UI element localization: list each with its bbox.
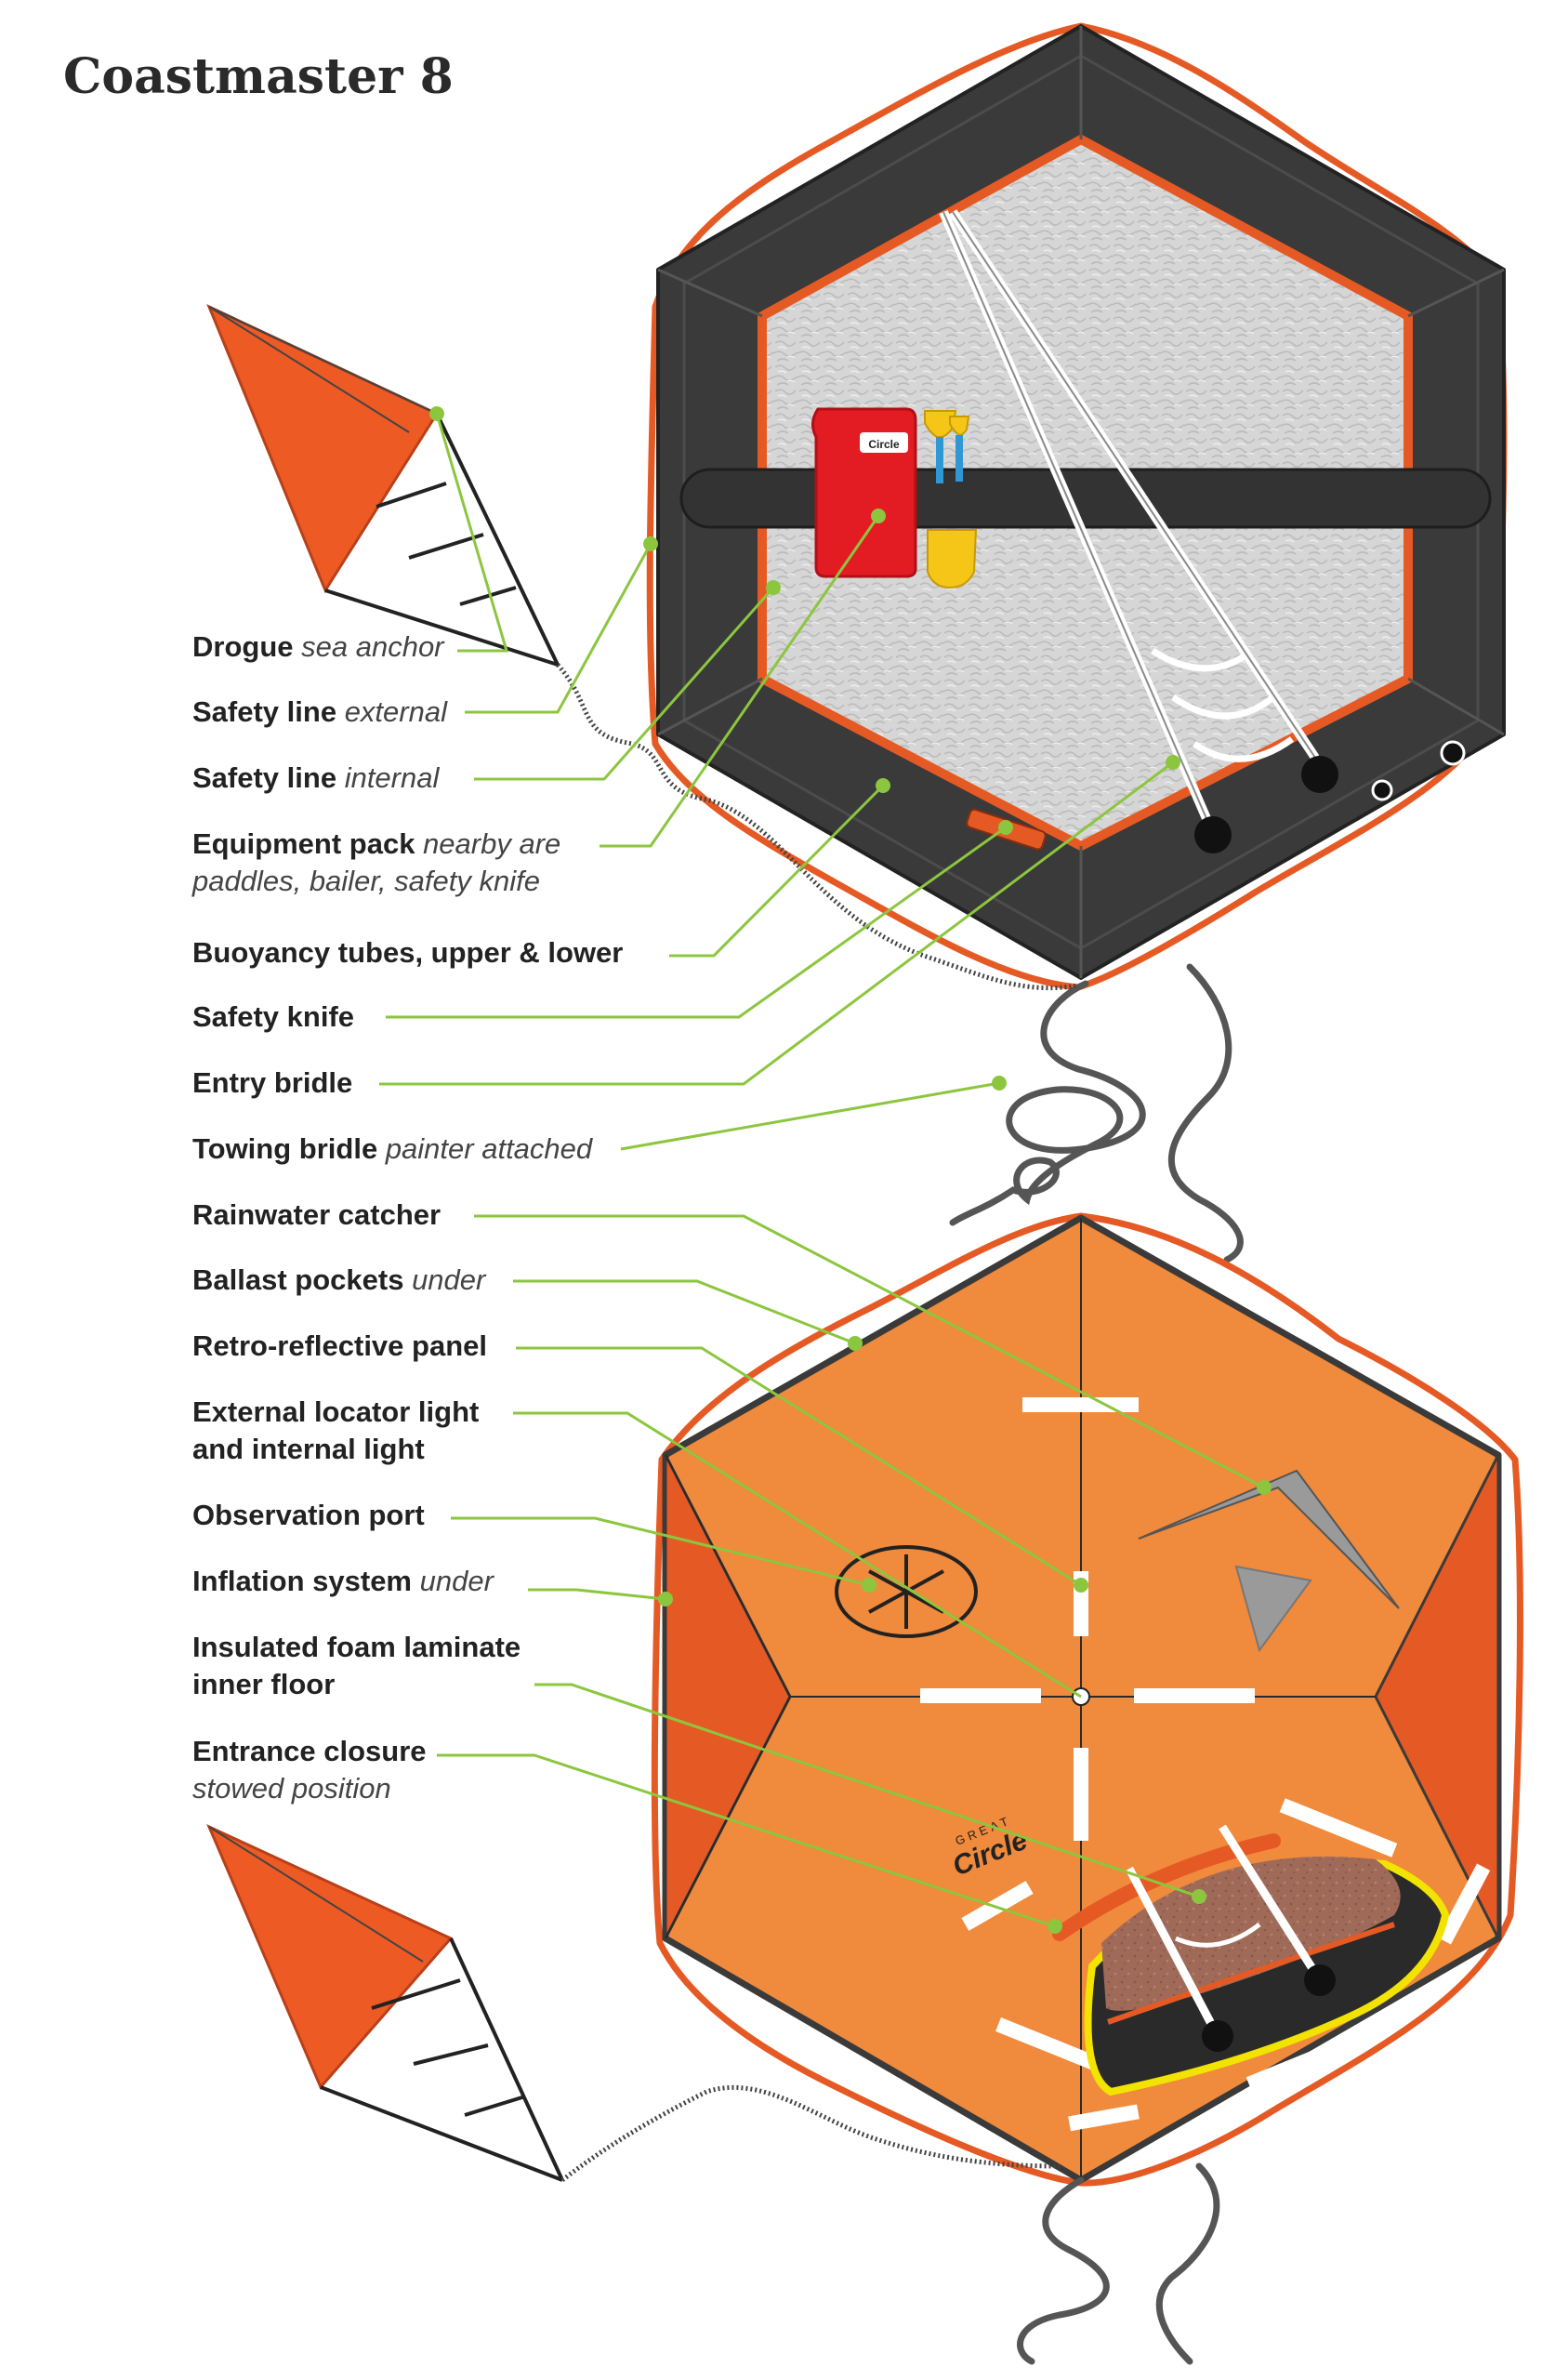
leader-rainwater-catcher <box>474 1214 1265 1489</box>
label-buoyancy-tubes: Buoyancy tubes, upper & lower <box>192 936 624 969</box>
label-safety-knife: Safety knife <box>192 1000 355 1033</box>
label-locator-light: External locator light and internal ligh… <box>192 1395 480 1465</box>
raft-bottom-exterior: GREAT Circle <box>651 1212 1523 2187</box>
leader-safety-line-internal <box>474 587 775 781</box>
rainwater-catcher-item <box>1138 1469 1400 1653</box>
leader-entry-bridle <box>379 760 1174 1086</box>
leader-inflation-system <box>528 1588 666 1601</box>
towing-bridle-painter-bottom <box>1017 2162 1220 2365</box>
leader-buoyancy-tubes <box>669 784 885 958</box>
label-entry-bridle: Entry bridle <box>192 1066 353 1099</box>
painter-tail <box>1168 963 1244 1263</box>
drogue-top <box>206 304 1079 991</box>
label-safety-line-internal: Safety line internal <box>192 761 440 794</box>
drogue-line-top <box>556 663 1079 991</box>
label-observation-port: Observation port <box>192 1499 425 1531</box>
label-foam-floor: Insulated foam laminate inner floor <box>192 1631 521 1700</box>
observation-port-item <box>835 1545 978 1638</box>
paddles <box>924 410 978 589</box>
label-ballast-pockets: Ballast pockets under <box>192 1263 486 1296</box>
drogue-bottom <box>206 1824 1061 2182</box>
svg-text:Circle: Circle <box>868 438 900 451</box>
label-entrance-closure: Entrance closure stowed position <box>192 1735 427 1805</box>
label-retro-reflective-panel: Retro-reflective panel <box>192 1329 487 1362</box>
leader-safety-knife <box>386 826 1007 1019</box>
leader-observation-port <box>451 1516 870 1587</box>
leader-safety-line-external <box>465 543 652 714</box>
label-drogue: Drogue sea anchor <box>192 630 444 663</box>
leader-dots <box>429 406 1272 1934</box>
label-inflation-system: Inflation system under <box>192 1565 494 1597</box>
leader-ballast-pockets <box>513 1279 856 1345</box>
page-title: Coastmaster 8 <box>63 48 454 105</box>
label-safety-line-external: Safety line external <box>192 695 447 728</box>
leader-foam-floor <box>534 1683 1200 1898</box>
label-towing-bridle: Towing bridle painter attached <box>192 1132 593 1165</box>
thwart-tube <box>679 468 1492 529</box>
entry-ladder <box>939 209 1466 853</box>
raft-top-interior: Circle <box>646 22 1508 991</box>
leader-lines <box>379 413 1265 1928</box>
entrance-item <box>1052 1824 1450 2096</box>
leader-entrance-closure <box>437 1753 1056 1928</box>
equipment-pack-bag: Circle <box>811 407 917 578</box>
towing-bridle-painter <box>949 980 1146 1226</box>
leader-drogue <box>435 413 509 653</box>
leader-equipment-pack <box>600 515 880 848</box>
label-equipment-pack: Equipment pack nearby are paddles, baile… <box>192 827 561 897</box>
leader-retro-reflective <box>516 1346 1082 1587</box>
leader-towing-bridle <box>620 1081 1000 1151</box>
label-rainwater-catcher: Rainwater catcher <box>192 1198 442 1231</box>
leader-locator-light <box>513 1411 1082 1699</box>
